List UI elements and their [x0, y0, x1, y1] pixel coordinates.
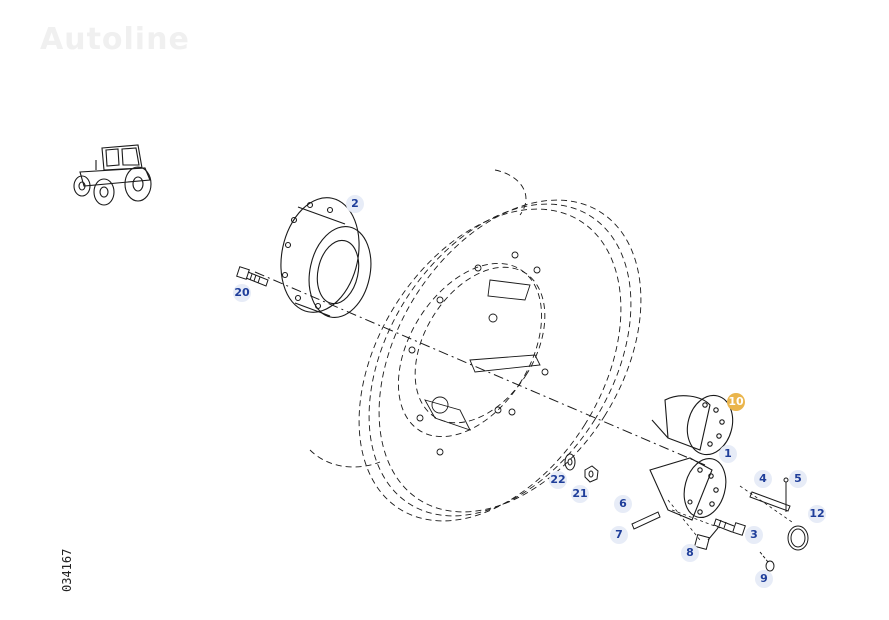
callout-4[interactable]: 4	[754, 470, 772, 488]
callout-12[interactable]: 12	[808, 505, 826, 523]
callout-1[interactable]: 1	[719, 445, 737, 463]
pin-part-4	[749, 491, 791, 512]
callout-7[interactable]: 7	[610, 526, 628, 544]
leader-lines	[667, 485, 793, 541]
callout-22[interactable]: 22	[549, 471, 567, 489]
callout-2[interactable]: 2	[346, 195, 364, 213]
ring-part-12	[787, 525, 809, 551]
callout-10[interactable]: 10	[727, 393, 745, 411]
bolt-part-8	[694, 527, 719, 550]
washer-part-22	[564, 453, 576, 471]
callout-6[interactable]: 6	[614, 495, 632, 513]
nut-part-9	[759, 551, 775, 572]
center-axis	[254, 271, 706, 466]
callout-3[interactable]: 3	[745, 526, 763, 544]
wheel-outline	[309, 169, 642, 522]
hub-part-2	[280, 197, 372, 318]
tractor-icon	[73, 144, 152, 206]
callout-21[interactable]: 21	[571, 485, 589, 503]
bolt-part-20	[236, 266, 269, 287]
callout-9[interactable]: 9	[755, 570, 773, 588]
weight-part-10	[651, 394, 734, 456]
drawing-number: 034167	[60, 548, 74, 592]
nut-part-21	[584, 465, 599, 483]
weight-part-1	[649, 457, 727, 521]
pin-part-5	[783, 477, 789, 512]
watermark: Autoline	[40, 22, 190, 57]
pin-part-7	[631, 511, 661, 530]
callout-8[interactable]: 8	[681, 544, 699, 562]
wheel-hub-detail	[408, 251, 549, 456]
callout-20[interactable]: 20	[233, 284, 251, 302]
callout-5[interactable]: 5	[789, 470, 807, 488]
bolt-part-3	[713, 518, 746, 536]
